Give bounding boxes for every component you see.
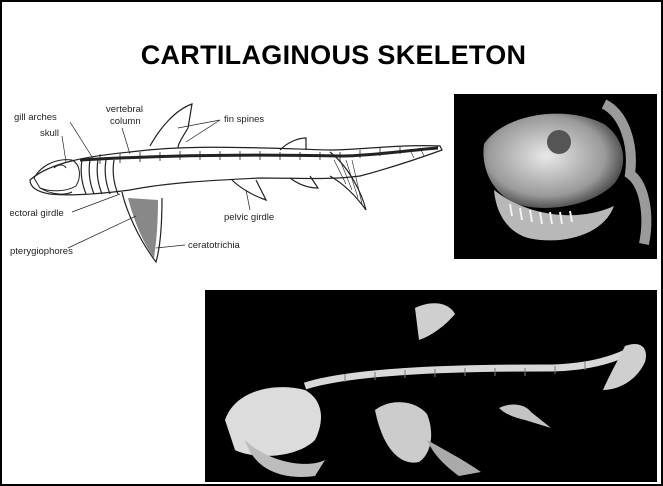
full-skeleton-photo	[205, 290, 657, 482]
label-ceratotrichia: ceratotrichia	[188, 240, 240, 251]
gill-arches-drawing	[81, 160, 118, 194]
label-pterygiophores: pterygiophores	[10, 246, 73, 257]
label-vertebral: vertebral	[106, 104, 143, 115]
label-column: column	[110, 116, 141, 127]
label-skull: skull	[40, 128, 59, 139]
pectoral-fin-shading	[128, 198, 158, 258]
shark-head-ct-image	[454, 94, 657, 259]
label-pectoral-girdle: pectoral girdle	[10, 208, 64, 219]
label-pelvic-girdle: pelvic girdle	[224, 212, 274, 223]
shark-skeleton-diagram: gill arches skull vertebral column fin s…	[10, 98, 450, 273]
vertebral-column-line	[80, 148, 438, 160]
shark-head-render	[454, 94, 657, 259]
shark-outline	[30, 104, 442, 262]
slide-title: CARTILAGINOUS SKELETON	[2, 40, 663, 71]
full-skeleton-render	[205, 290, 657, 482]
label-fin-spines: fin spines	[224, 114, 264, 125]
label-gill-arches: gill arches	[14, 112, 57, 123]
